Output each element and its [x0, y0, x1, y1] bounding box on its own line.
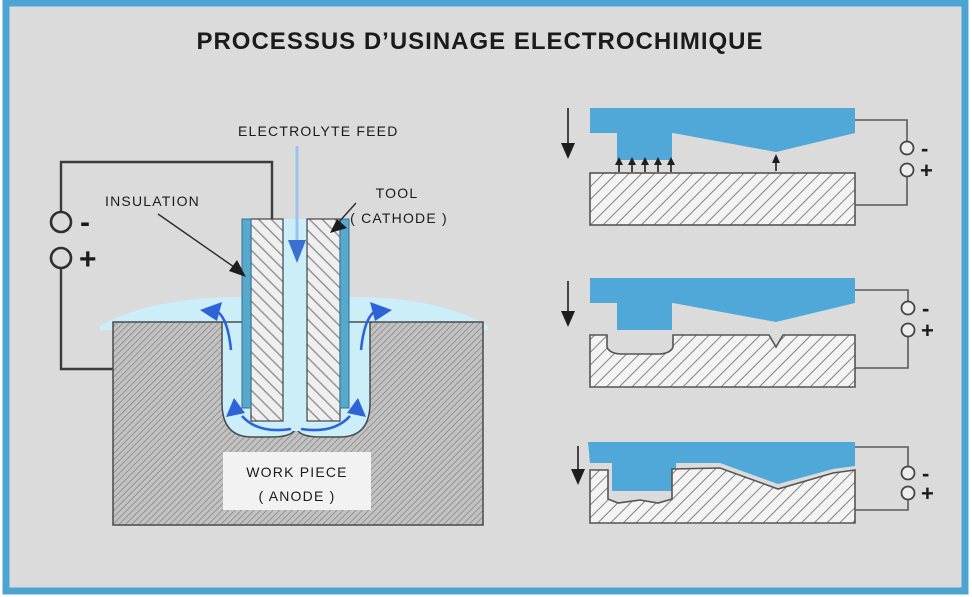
workpiece-fully-machined: [589, 467, 856, 524]
workpiece-label: WORK PIECE: [246, 464, 347, 480]
flow-arrow-bottom-right-head: [347, 398, 366, 417]
workpiece-flat: [589, 172, 856, 226]
positive-terminal-circle: [49, 246, 73, 270]
negative-terminal-circle: [49, 210, 73, 234]
positive-terminal-circle: [900, 485, 916, 501]
tool-pointer-head: [330, 219, 347, 233]
flow-arrow-top-left-tail: [217, 310, 233, 351]
tool-cathode-right-bar: [306, 218, 341, 422]
insulation-label: INSULATION: [105, 193, 200, 209]
electrolyte-feed-label: ELECTROLYTE FEED: [238, 123, 399, 139]
anode-wire: [59, 268, 113, 371]
workpiece-label-box: [223, 452, 371, 510]
workpiece-partially-machined: [589, 334, 856, 388]
flow-arrow-top-right-tail: [359, 310, 375, 351]
tool-cathode-left-bar: [250, 218, 284, 422]
stage-2-partial-machining: - +: [561, 278, 934, 388]
positive-terminal-sign: +: [920, 158, 933, 183]
metal-removal-arrows: [615, 154, 780, 172]
negative-terminal-sign: -: [922, 461, 929, 486]
page-title: PROCESSUS D’USINAGE ELECTROCHIMIQUE: [196, 28, 763, 55]
tool-feed-arrow-head: [561, 311, 575, 327]
tool-label: TOOL: [376, 185, 419, 201]
cathode-wire: [855, 446, 909, 466]
negative-terminal-circle: [900, 465, 916, 481]
removal-arrow-head: [615, 157, 623, 165]
anode-label: ( ANODE ): [259, 488, 336, 504]
anode-wire: [855, 177, 908, 206]
negative-terminal-sign: -: [922, 296, 929, 321]
removal-arrow-head: [654, 157, 662, 165]
main-ecm-diagram: - + WORK PIECE ( ANODE ) ELECTROLYTE: [49, 123, 488, 526]
removal-arrow-head: [641, 157, 649, 165]
flow-arrow-top-right-head: [370, 302, 392, 321]
cathode-label: ( CATHODE ): [350, 210, 448, 226]
insulation-strip-right: [339, 218, 350, 409]
negative-terminal-sign: -: [80, 206, 90, 239]
cathode-wire: [59, 160, 274, 219]
stage-1-initial-gap: - +: [561, 108, 933, 226]
positive-terminal-sign: +: [79, 243, 97, 276]
negative-terminal-circle: [899, 140, 915, 156]
tool-electrode: [588, 442, 855, 491]
positive-terminal-sign: +: [921, 481, 934, 506]
flow-arrow-top-left-head: [200, 302, 222, 321]
positive-terminal-circle: [900, 322, 916, 338]
tool-feed-arrow-head: [571, 469, 585, 485]
anode-wire: [855, 337, 909, 369]
cathode-wire: [855, 289, 909, 301]
insulation-pointer-head: [229, 260, 246, 277]
flow-arrow-bottom-left-tail: [241, 415, 292, 432]
tool-feed-arrow-head: [561, 143, 575, 159]
flow-arrow-bottom-right-tail: [300, 415, 351, 432]
positive-terminal-sign: +: [921, 318, 934, 343]
positive-terminal-circle: [899, 162, 915, 178]
stage-3-final-shape: - +: [571, 442, 934, 524]
negative-terminal-circle: [900, 300, 916, 316]
cathode-wire: [855, 119, 908, 141]
negative-terminal-sign: -: [921, 136, 928, 161]
flow-arrow-bottom-left-head: [226, 398, 245, 417]
anode-wire: [855, 500, 909, 511]
insulation-strip-left: [241, 218, 252, 409]
electrolyte-feed-arrowhead: [288, 240, 306, 263]
tool-pointer-line: [337, 202, 357, 224]
tool-electrode: [590, 108, 855, 160]
removal-arrow-head: [772, 154, 780, 163]
tool-electrode: [590, 278, 855, 330]
removal-arrow-head: [667, 157, 675, 165]
removal-arrow-head: [628, 157, 636, 165]
insulation-pointer-line: [157, 213, 235, 268]
